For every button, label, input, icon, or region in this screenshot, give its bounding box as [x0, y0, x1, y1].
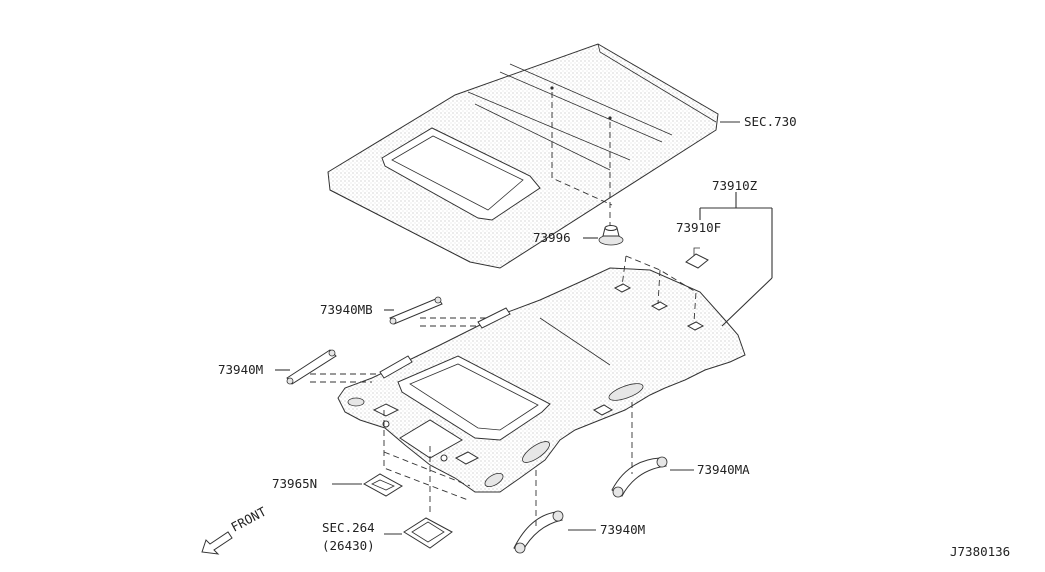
front-direction-label: FRONT [228, 504, 269, 535]
grip-rear-left-part [389, 296, 443, 325]
bracket-part [363, 473, 403, 497]
lamp-part-label: (26430) [322, 538, 375, 553]
lamp-part [403, 517, 453, 549]
kit-label: 73910Z [712, 178, 758, 193]
kit-bracket [699, 192, 773, 327]
clip-label: 73996 [533, 230, 571, 245]
front-arrow-icon [201, 531, 233, 555]
roof-leader-dashes [551, 92, 613, 206]
roof-label: SEC.730 [744, 114, 797, 129]
trim-label: 73910F [676, 220, 721, 235]
grip-front-right-label: 73940M [600, 522, 645, 537]
trim-leader-dashes [625, 255, 697, 323]
lamp-section-label: SEC.264 [322, 520, 375, 535]
grip-rear-right-label: 73940MA [697, 462, 750, 477]
diagram-code: J7380136 [950, 544, 1010, 559]
clip-part [598, 225, 624, 246]
bracket-label: 73965N [272, 476, 317, 491]
grip-rear-left-label: 73940MB [320, 302, 373, 317]
headlining-panel [337, 267, 746, 493]
grip-front-left-label: 73940M [218, 362, 263, 377]
trim-clip-part [685, 247, 709, 269]
grip-front-right-part [513, 510, 564, 554]
roof-panel [327, 43, 719, 269]
grip-rear-right-part [611, 456, 668, 498]
grip-front-left-part [286, 349, 337, 385]
